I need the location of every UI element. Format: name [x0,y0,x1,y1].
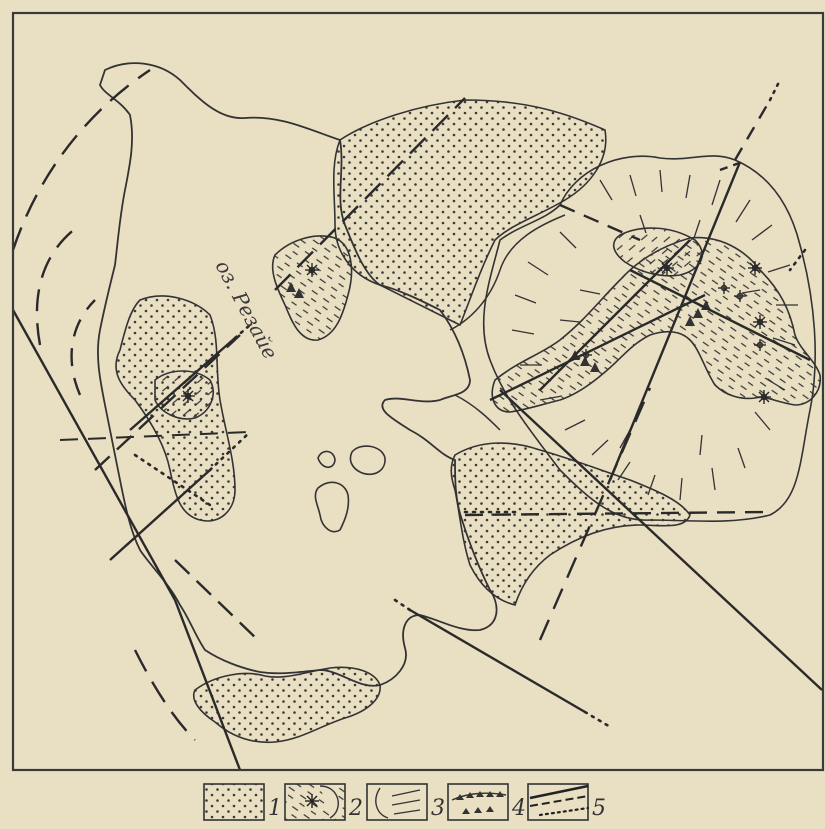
legend: 1 2 3 4 [203,783,606,821]
dotted-fault-tails [133,78,807,730]
legend-item-2: 2 [284,783,363,821]
legend-number: 2 [348,796,363,821]
lake-shoreline [97,62,498,687]
legend-number: 5 [592,796,606,821]
legend-swatch-dotted-area [203,783,265,821]
legend-item-1: 1 [203,783,282,821]
legend-item-5: 5 [527,783,606,821]
volcano-symbol-icon [305,794,319,808]
island-1 [317,450,336,469]
fault-lines [13,69,823,770]
island-3 [314,481,350,533]
island-2 [349,445,386,476]
map-frame [11,11,825,772]
legend-item-3: 3 [366,783,445,821]
volcanic-dash-areas [154,227,821,420]
legend-number: 1 [268,796,282,821]
legend-swatch-faults [527,783,589,821]
inner-shore-line [449,214,566,431]
legend-item-4: 4 [447,783,526,821]
legend-swatch-triangles [447,783,509,821]
legend-number: 4 [511,796,526,821]
dotted-sediment-areas [115,99,691,744]
legend-swatch-radial [366,783,428,821]
volcanic-centers [181,261,771,404]
legend-number: 3 [431,796,445,821]
